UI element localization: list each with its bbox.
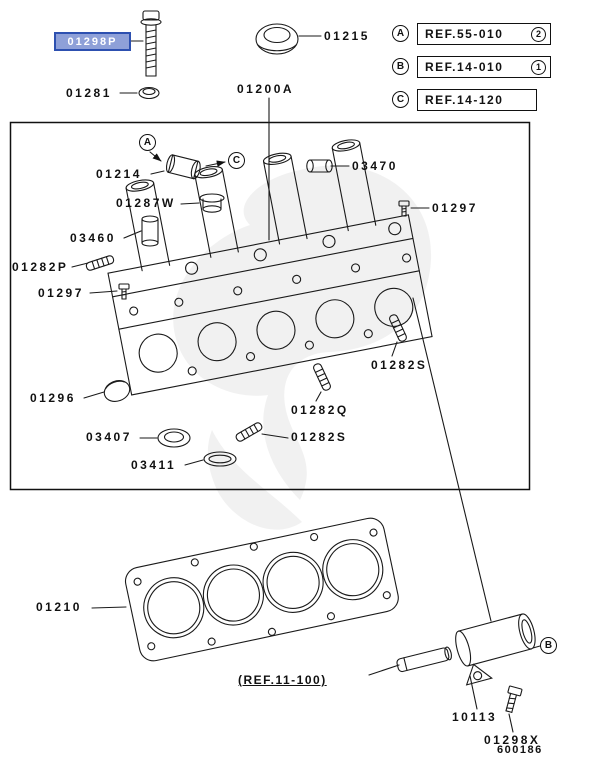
callout-a-icon: A: [139, 134, 156, 151]
diagram-frame: [9, 121, 531, 491]
part-label-03411[interactable]: 03411: [131, 458, 177, 472]
part-bolt-01298p: [140, 10, 162, 77]
part-label-01287w[interactable]: 01287W: [116, 196, 176, 210]
part-stud-01282s-upper: [389, 314, 407, 342]
watermark-emblem: [173, 165, 432, 530]
part-label-01281[interactable]: 01281: [66, 86, 112, 100]
part-fitting-10113: [455, 613, 536, 686]
part-washer-01281: [138, 86, 160, 100]
legend-qty-b: 1: [531, 59, 546, 75]
part-label-01282s-upper[interactable]: 01282S: [371, 358, 428, 372]
legend-ref-b[interactable]: REF.14-010 1: [417, 56, 551, 78]
part-ring-03411: [203, 451, 237, 467]
legend-ref-c[interactable]: REF.14-120: [417, 89, 537, 111]
part-grommet-01287w: [199, 193, 225, 213]
part-label-01282s-lower[interactable]: 01282S: [291, 430, 348, 444]
part-seal-cap-01215: [255, 23, 299, 55]
part-label-03460[interactable]: 03460: [70, 231, 116, 245]
part-label-01282p[interactable]: 01282P: [12, 260, 69, 274]
part-label-01297-left[interactable]: 01297: [38, 286, 84, 300]
part-label-01282q[interactable]: 01282Q: [291, 403, 349, 417]
part-label-03407[interactable]: 03407: [86, 430, 132, 444]
part-bolt-01297-left: [118, 283, 130, 300]
part-cylinder-head: [107, 139, 433, 396]
legend-callout-b: B: [392, 58, 409, 75]
part-stud-01282q: [313, 363, 331, 391]
ref-11-100-label[interactable]: (REF.11-100): [238, 673, 327, 687]
part-stud-01282p: [85, 255, 115, 271]
part-label-01200a[interactable]: 01200A: [237, 82, 295, 96]
legend-qty-a: 2: [531, 26, 546, 42]
part-seal-03407: [157, 428, 191, 448]
part-label-01215[interactable]: 01215: [324, 29, 370, 43]
part-label-01298x[interactable]: 01298X: [484, 733, 541, 747]
diagram-code: 600186: [497, 744, 543, 756]
part-label-10113[interactable]: 10113: [452, 710, 498, 724]
part-label-01296[interactable]: 01296: [30, 391, 76, 405]
leader-lines: [71, 35, 541, 733]
part-stud-01282s-lower: [235, 422, 263, 442]
legend-ref-b-label: REF.14-010: [425, 60, 504, 74]
legend-callout-a: A: [392, 25, 409, 42]
highlighted-part-number-01298p[interactable]: 01298P: [54, 32, 131, 51]
legend-ref-a[interactable]: REF.55-010 2: [417, 23, 551, 45]
part-label-01214[interactable]: 01214: [96, 167, 142, 181]
part-dowel-ref11-100: [396, 646, 452, 673]
part-tube-03460: [141, 215, 159, 247]
callout-b-icon: B: [540, 637, 557, 654]
legend-callout-c: C: [392, 91, 409, 108]
part-valve-01214: [165, 154, 201, 180]
part-plug-01296: [103, 380, 131, 402]
legend-ref-c-label: REF.14-120: [425, 93, 504, 107]
part-label-01297-right[interactable]: 01297: [432, 201, 478, 215]
part-bolt-01298x: [505, 685, 523, 713]
part-gasket-01210: [124, 517, 399, 662]
part-label-03470[interactable]: 03470: [352, 159, 398, 173]
callout-c-icon: C: [228, 152, 245, 169]
legend-ref-a-label: REF.55-010: [425, 27, 504, 41]
part-label-01210[interactable]: 01210: [36, 600, 82, 614]
